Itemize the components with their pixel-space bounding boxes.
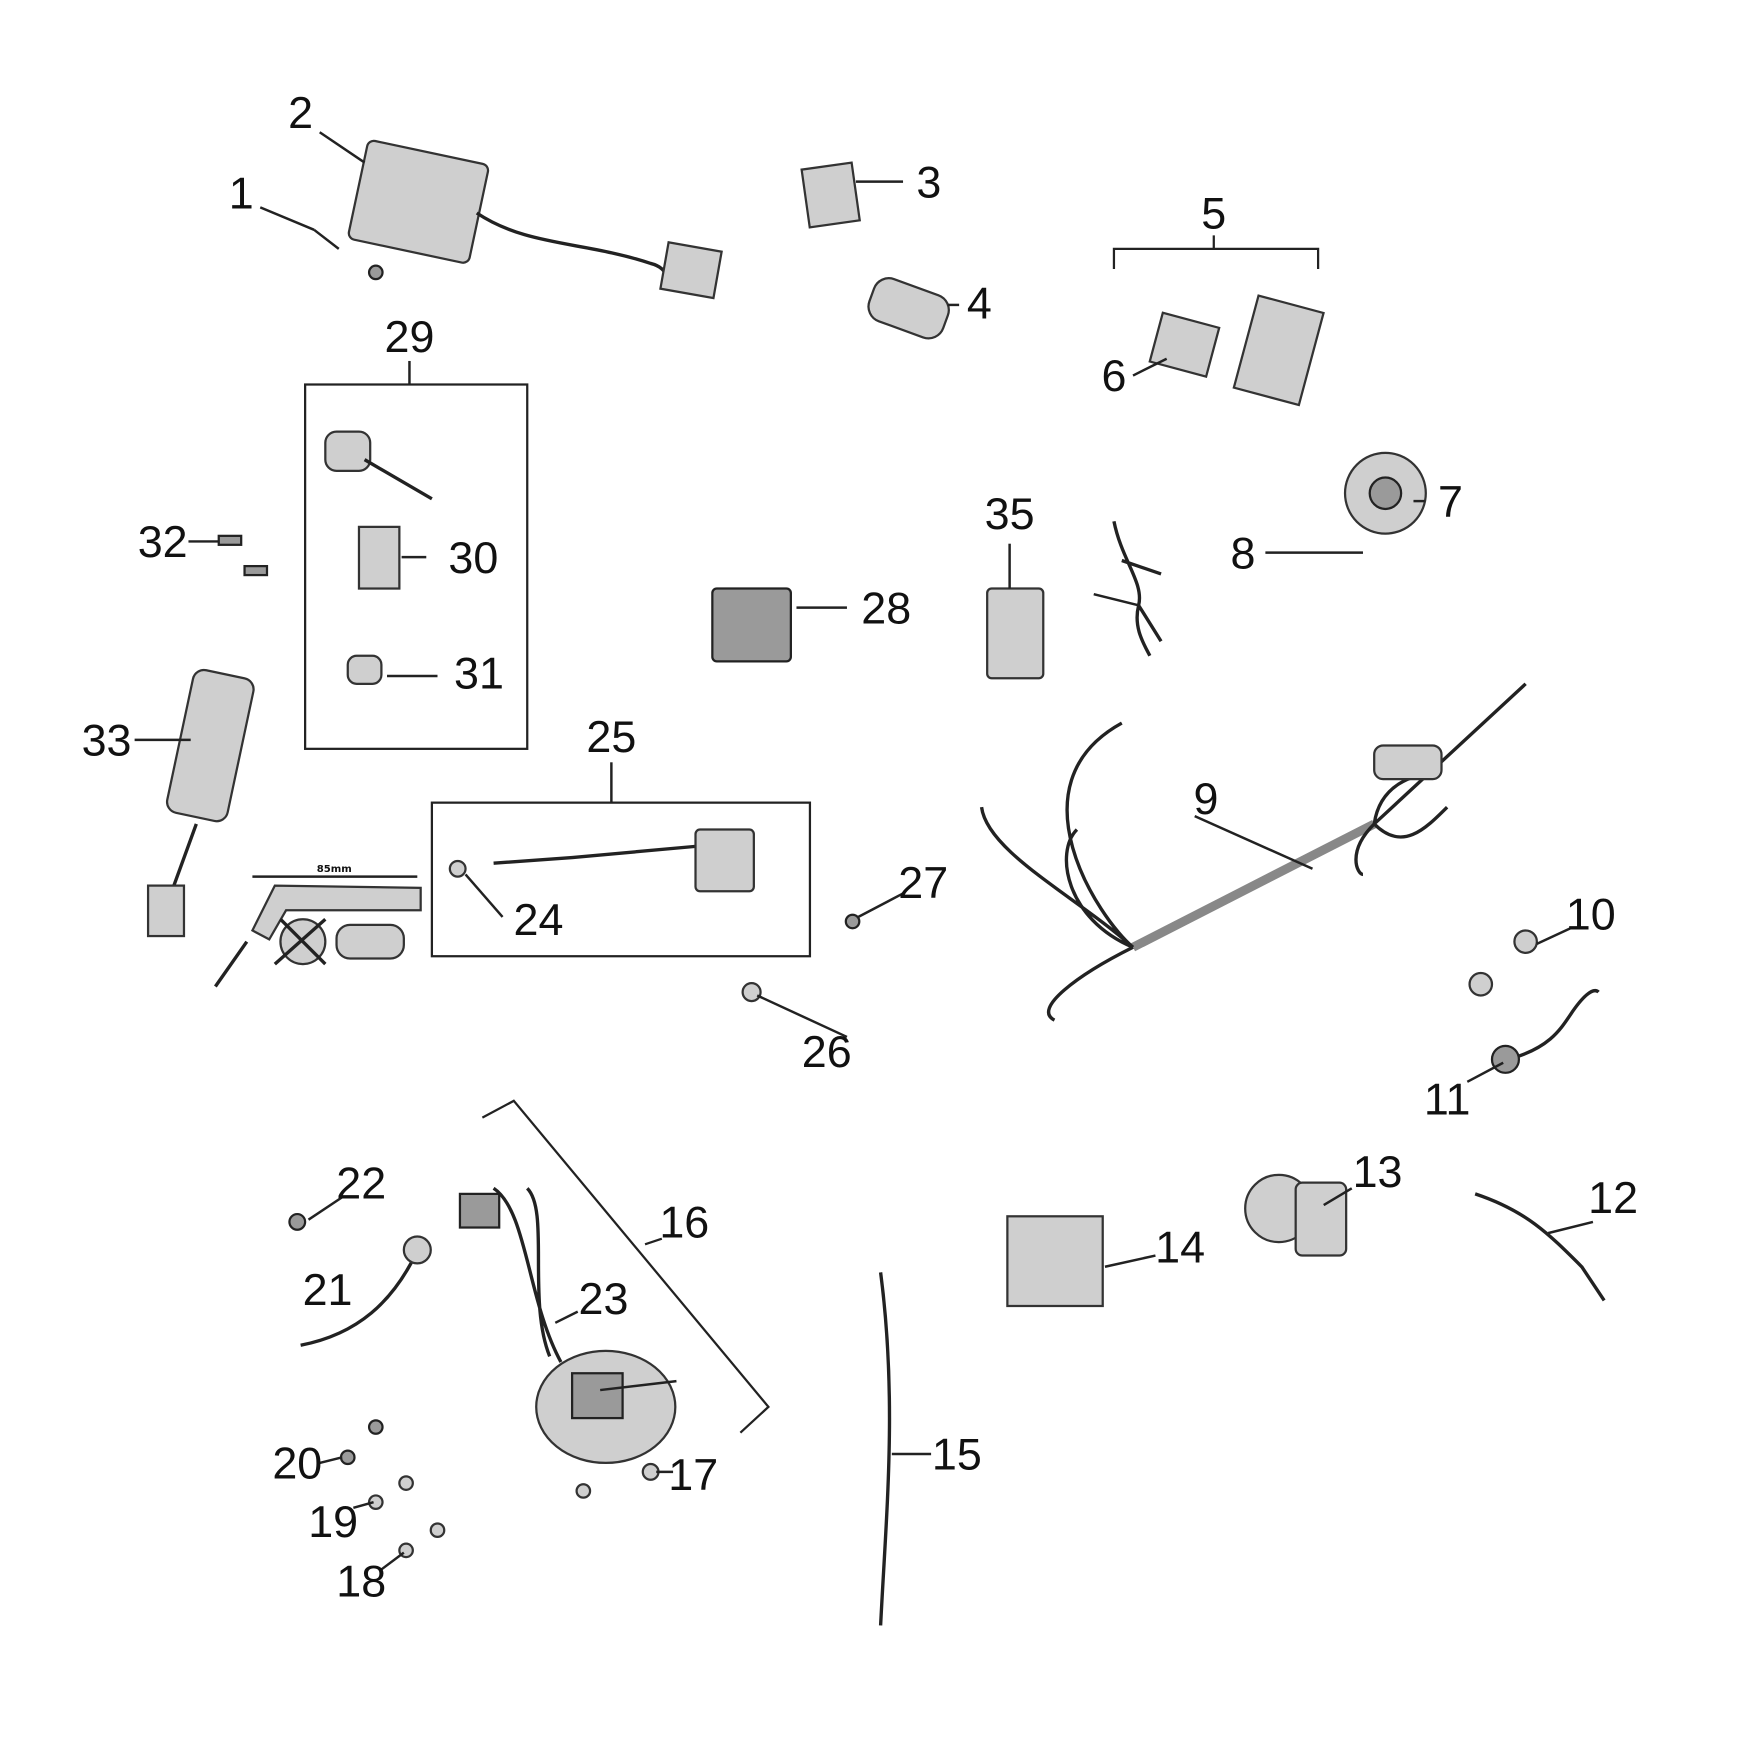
callout-10: 10 <box>1566 888 1616 939</box>
leader-line <box>857 892 904 919</box>
callout-5: 5 <box>1201 188 1226 239</box>
part-21 <box>300 1254 417 1347</box>
callout-4: 4 <box>967 277 992 328</box>
callout-19: 19 <box>308 1496 358 1547</box>
spark-plug-part-33 <box>146 668 255 938</box>
plug-cap-part: 85mm <box>214 864 422 988</box>
ignition-coil-part <box>448 828 861 930</box>
callout-20: 20 <box>272 1438 322 1489</box>
callout-8: 8 <box>1230 527 1255 578</box>
callout-31: 31 <box>454 647 504 698</box>
callout-21: 21 <box>303 1264 353 1315</box>
leader-line <box>319 131 366 164</box>
part-4 <box>867 277 950 340</box>
wire-part <box>1112 520 1163 657</box>
leader-line <box>1323 1187 1353 1207</box>
battery-part-14 <box>1006 1215 1104 1308</box>
leader-lines <box>134 131 1594 1571</box>
dimension-label: 85mm <box>317 864 352 875</box>
callout-23: 23 <box>579 1273 629 1324</box>
leader-line <box>1104 1254 1156 1268</box>
part-10 <box>1513 929 1538 954</box>
wiring-harness-part-9 <box>979 682 1527 1022</box>
callout-25: 25 <box>586 711 636 762</box>
callout-27: 27 <box>898 857 948 908</box>
callout-13: 13 <box>1353 1146 1403 1197</box>
relay-part-35 <box>986 587 1045 680</box>
leader-line <box>554 1310 579 1324</box>
leader-line <box>353 1500 374 1509</box>
part-6 <box>1148 311 1221 378</box>
part-12 <box>1474 1192 1606 1302</box>
part-32 <box>217 534 243 546</box>
leader-line <box>1093 592 1139 607</box>
callout-15: 15 <box>932 1429 982 1480</box>
callout-3: 3 <box>916 156 941 207</box>
relay-part-28 <box>711 587 792 663</box>
callout-22: 22 <box>336 1157 386 1208</box>
leader-line <box>1536 927 1572 946</box>
callout-12: 12 <box>1588 1172 1638 1223</box>
callout-24: 24 <box>514 894 564 945</box>
callout-1: 1 <box>229 168 254 219</box>
callout-29: 29 <box>385 311 435 362</box>
callout-28: 28 <box>861 582 911 633</box>
leader-line <box>1132 357 1168 377</box>
leader-line <box>307 1196 343 1221</box>
leader-line <box>464 873 504 918</box>
bracket-5 <box>1112 235 1320 270</box>
callout-18: 18 <box>336 1555 386 1606</box>
leader-line <box>259 206 315 231</box>
leader-line <box>1194 814 1314 870</box>
callout-2: 2 <box>288 87 313 138</box>
callout-35: 35 <box>985 488 1035 539</box>
callout-11: 11 <box>1424 1073 1471 1124</box>
leader-line <box>1547 1220 1594 1235</box>
leader-line <box>319 1456 343 1465</box>
callout-16: 16 <box>659 1197 709 1248</box>
callout-26: 26 <box>802 1026 852 1077</box>
callout-32: 32 <box>138 516 188 567</box>
part-5b <box>1232 294 1325 407</box>
callout-labels: 1234567891011121314151617181920212223242… <box>82 87 1638 1607</box>
group-box-25 <box>430 801 812 958</box>
group-box-29 <box>304 383 529 750</box>
callout-33: 33 <box>82 715 132 766</box>
callout-14: 14 <box>1155 1221 1205 1272</box>
leader-line <box>1466 1061 1504 1083</box>
ignition-switch-part-29 <box>324 430 433 685</box>
leader-line <box>380 1551 405 1571</box>
callout-6: 6 <box>1101 350 1126 401</box>
bracket-16 <box>481 1099 770 1434</box>
callout-9: 9 <box>1193 773 1218 824</box>
callout-17: 17 <box>668 1449 718 1500</box>
callout-30: 30 <box>448 532 498 583</box>
leader-line <box>756 994 848 1039</box>
part-3 <box>800 161 862 229</box>
part-26 <box>741 982 762 1003</box>
cable-part-15 <box>878 1272 892 1626</box>
part-11 <box>1508 989 1600 1061</box>
regulator-part <box>313 139 723 300</box>
callout-7: 7 <box>1438 476 1463 527</box>
